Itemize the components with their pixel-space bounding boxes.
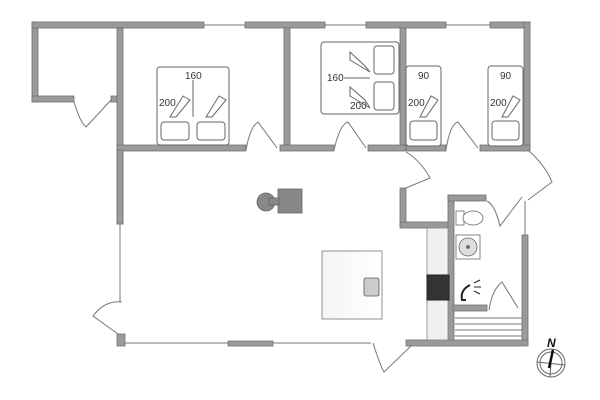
bed3b-width-label: 90 bbox=[500, 71, 512, 82]
single-bed-2 bbox=[487, 65, 524, 147]
compass-icon bbox=[536, 348, 566, 378]
kitchen-island bbox=[321, 250, 383, 320]
windows bbox=[119, 24, 526, 344]
single-bed-1 bbox=[405, 65, 442, 147]
walls bbox=[31, 21, 531, 347]
shower-icon bbox=[460, 279, 481, 301]
compass-north-label: N bbox=[547, 336, 556, 350]
bed3b-length-label: 200 bbox=[490, 98, 507, 109]
double-bed-1 bbox=[156, 66, 230, 146]
sink-icon bbox=[363, 277, 380, 297]
bed1-length-label: 200 bbox=[159, 98, 176, 109]
doors bbox=[73, 99, 553, 373]
kitchen-counter bbox=[426, 227, 450, 341]
bed3a-width-label: 90 bbox=[418, 71, 430, 82]
steps bbox=[455, 317, 522, 337]
toilet-icon bbox=[455, 210, 484, 226]
bed2-width-label: 160 bbox=[327, 73, 344, 84]
bed2-length-label: 200 bbox=[350, 101, 367, 112]
bed3a-length-label: 200 bbox=[408, 98, 425, 109]
wood-stove-icon bbox=[256, 188, 303, 214]
washbasin-icon bbox=[455, 234, 481, 260]
double-bed-2 bbox=[320, 41, 400, 115]
cooktop-icon bbox=[426, 274, 450, 301]
bed1-width-label: 160 bbox=[185, 71, 202, 82]
